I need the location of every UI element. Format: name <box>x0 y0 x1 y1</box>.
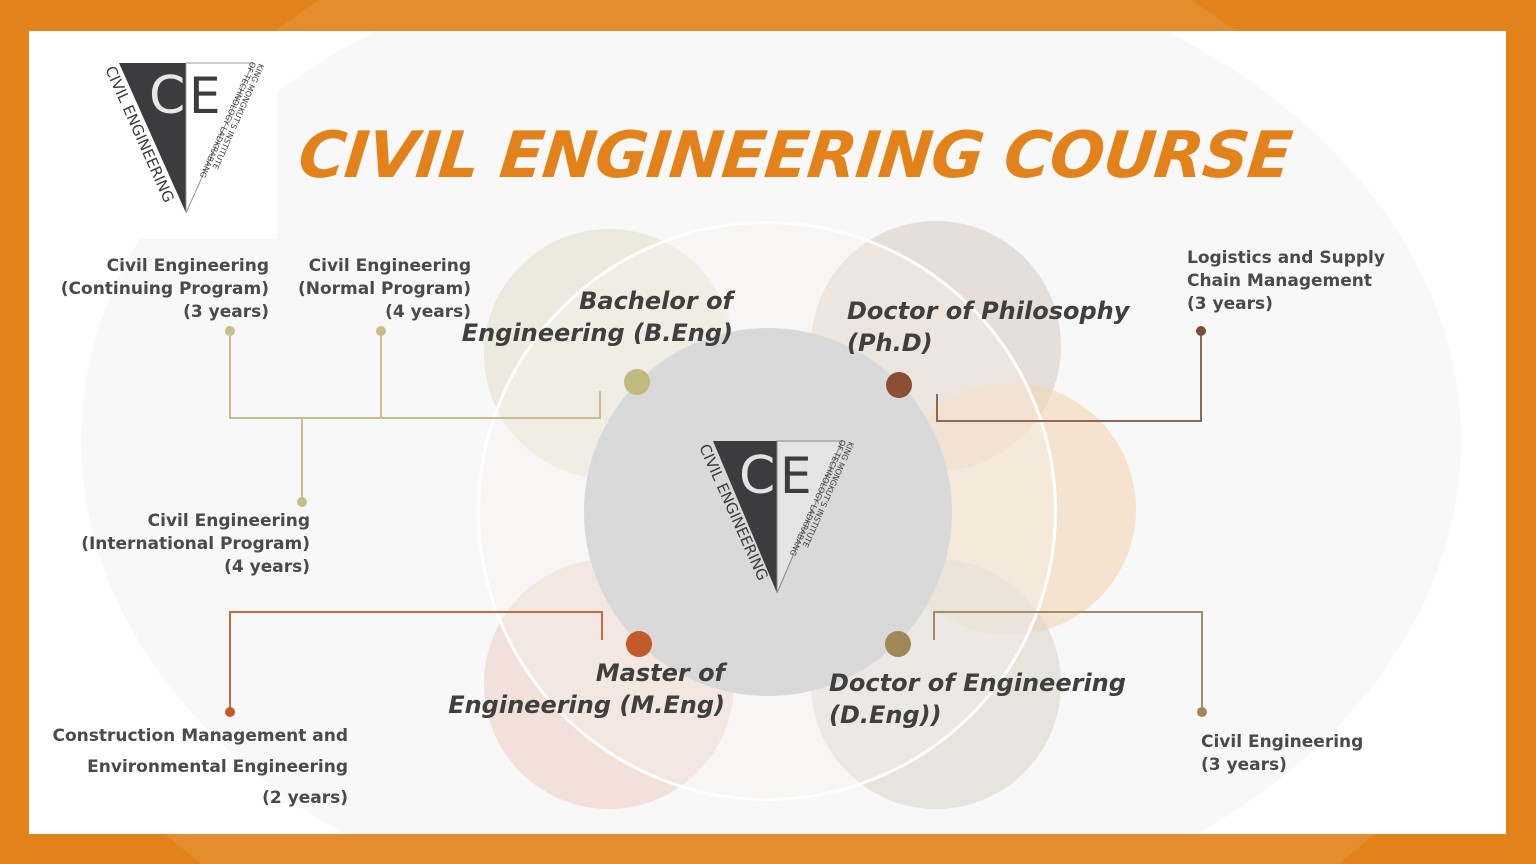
phd-dot <box>886 372 912 398</box>
connector-line <box>601 611 603 640</box>
program-normal: Civil Engineering (Normal Program) (4 ye… <box>297 256 471 322</box>
connector-line <box>301 417 303 503</box>
phd-label: Doctor of Philosophy (Ph.D) <box>847 297 1130 357</box>
connector-line <box>380 331 382 419</box>
connector-line <box>599 391 601 419</box>
continuing-dot <box>225 326 235 336</box>
frame-top-accent <box>275 0 1235 31</box>
deng-label: Doctor of Engineering (D.Eng)) <box>829 669 1126 729</box>
connector-line <box>1200 331 1202 422</box>
slide-canvas: C E CIVIL ENGINEERING KING MONGKUT'S INS… <box>29 31 1506 834</box>
master-dot <box>626 631 652 657</box>
connector-line <box>936 394 938 422</box>
svg-text:E: E <box>780 447 812 505</box>
svg-text:E: E <box>189 67 221 125</box>
ce-logo-center: C E CIVIL ENGINEERING KING MONGKUT'S INS… <box>695 438 855 594</box>
ce-logo: C E CIVIL ENGINEERING KING MONGKUT'S INS… <box>101 60 265 214</box>
program-continuing: Civil Engineering (Continuing Program) (… <box>60 256 269 322</box>
page-title: CIVIL ENGINEERING COURSE <box>295 119 1295 193</box>
program-civil-deng: Civil Engineering (3 years) <box>1201 732 1364 775</box>
program-international: Civil Engineering (International Program… <box>81 511 310 577</box>
deng-dot <box>885 631 911 657</box>
civil-deng-dot <box>1197 707 1207 717</box>
connector-line <box>933 611 935 640</box>
bachelor-label: Bachelor of Engineering (B.Eng) <box>461 287 733 347</box>
program-logistics: Logistics and Supply Chain Management (3… <box>1187 248 1385 314</box>
frame-bottom-accent <box>165 834 1375 864</box>
bachelor-dot <box>624 369 650 395</box>
normal-dot <box>376 326 386 336</box>
connector-line <box>933 611 1203 613</box>
master-label: Master of Engineering (M.Eng) <box>448 659 725 719</box>
svg-text:C: C <box>149 66 185 126</box>
connector-line <box>936 420 1202 422</box>
connector-line <box>1201 611 1203 712</box>
connector-line <box>229 611 603 613</box>
logo-box: C E CIVIL ENGINEERING KING MONGKUT'S INS… <box>29 31 277 239</box>
connector-line <box>229 417 601 419</box>
svg-text:C: C <box>739 446 775 506</box>
construction-dot <box>225 707 235 717</box>
connector-line <box>229 331 231 419</box>
logistics-dot <box>1196 326 1206 336</box>
program-construction: Construction Management and Environmenta… <box>52 726 348 808</box>
connector-line <box>229 611 231 712</box>
international-dot <box>297 497 307 507</box>
